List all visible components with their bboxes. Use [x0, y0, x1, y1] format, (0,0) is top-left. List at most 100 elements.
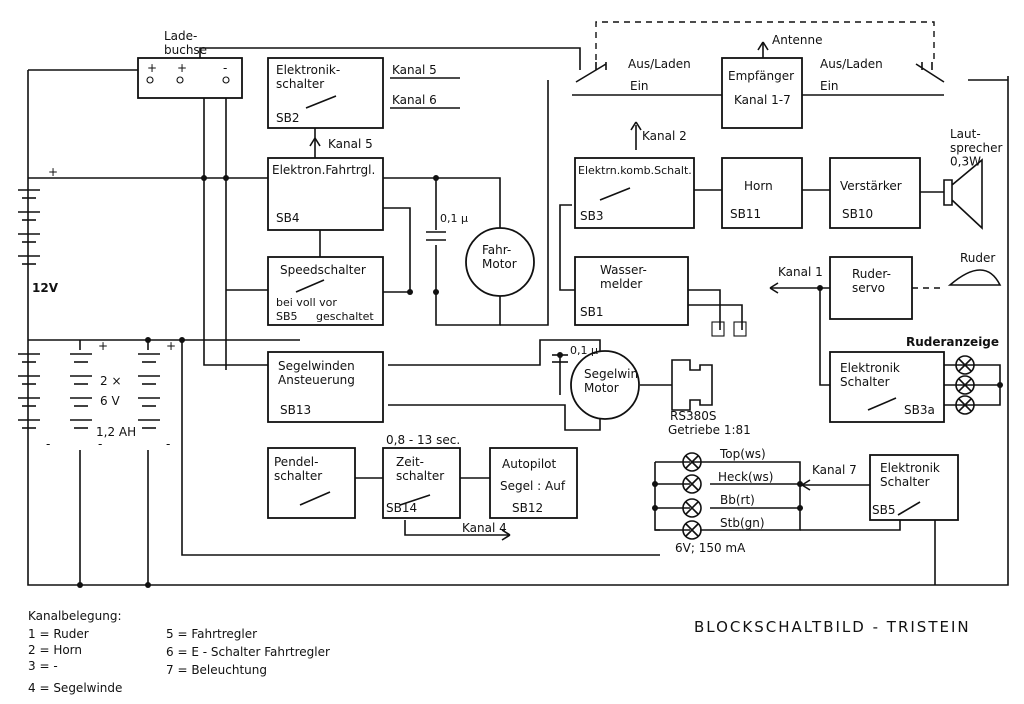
legend-item: 3 = - [28, 659, 58, 673]
autopilot-sub: Segel : Auf [500, 479, 566, 493]
diagram-title: BLOCKSCHALTBILD - TRISTEIN [694, 618, 971, 636]
sb4-box [267, 157, 384, 231]
legend-item: 6 = E - Schalter Fahrtregler [166, 645, 330, 659]
sb4-id: SB4 [276, 211, 299, 225]
segelwinden-id: SB13 [280, 403, 311, 417]
legend-item: 1 = Ruder [28, 627, 89, 641]
lamp-icon [682, 355, 975, 540]
kanal-arrow-icon [309, 137, 321, 147]
kanal4-label: Kanal 4 [462, 521, 507, 535]
legend-item: 5 = Fahrtregler [166, 627, 257, 641]
horn-name: Horn [744, 179, 773, 193]
cap2-label: 0,1 µ [570, 344, 598, 357]
light-heck: Heck(ws) [718, 470, 773, 484]
empfaenger-name: Empfänger [728, 69, 794, 83]
ladebuchse-box [137, 57, 243, 99]
socket-icon [222, 76, 230, 84]
sb12-box [489, 447, 578, 519]
ladebuchse-plus2: + [177, 61, 187, 75]
pendel-box [267, 447, 356, 519]
sb5b-id: SB5 [872, 503, 895, 517]
sb5a-name: Speedschalter [280, 263, 366, 277]
battery-small-text3: 1,2 AH [96, 425, 136, 439]
sb4-name: Elektron.Fahrtrgl. [272, 163, 375, 177]
sb2-box [267, 57, 384, 129]
ruderservo-label: Ruder-servo [852, 267, 891, 295]
sb3a-id: SB3a [904, 403, 935, 417]
kanal1-label: Kanal 1 [778, 265, 823, 279]
fahrmotor-label: Fahr-Motor [482, 243, 517, 271]
zeit-range-label: 0,8 - 13 sec. [386, 433, 460, 447]
ruderservo-box [829, 256, 913, 320]
verstaerker-name: Verstärker [840, 179, 902, 193]
switch-left-ein: Ein [630, 79, 649, 93]
kanal4-arrow-icon [501, 529, 511, 541]
kanal1-arrow-icon [769, 282, 779, 294]
sb5-speed-box [267, 256, 384, 326]
battery-small-plus2: + [166, 339, 176, 353]
kanal2-label: Kanal 2 [642, 129, 687, 143]
sb2-kanal-below: Kanal 5 [328, 137, 373, 151]
horn-id: SB11 [730, 207, 761, 221]
sb1-box [574, 256, 689, 326]
battery-main-icon [18, 189, 40, 429]
ruderanzeige-label: Ruderanzeige [906, 335, 999, 349]
sb5a-line3: geschaltet [316, 310, 374, 323]
socket-icon [146, 76, 154, 84]
cap1-label: 0,1 µ [440, 212, 468, 225]
sb13-box [267, 351, 384, 423]
verstaerker-id: SB10 [842, 207, 873, 221]
wassermelder-id: SB1 [580, 305, 603, 319]
battery-main-voltage: 12V [32, 281, 59, 295]
sb3-box [574, 157, 695, 229]
sb2-name: Elektronik-schalter [276, 63, 340, 91]
switch-sb5-icon [295, 279, 325, 293]
antenna-icon [630, 121, 642, 131]
autopilot-id: SB12 [512, 501, 543, 515]
switch-zeit-icon [399, 494, 431, 506]
fahrmotor-icon [465, 227, 535, 297]
socket-icon [176, 76, 184, 84]
battery-main-minus: - [46, 437, 50, 451]
sb3a-box [829, 351, 945, 423]
switch-sb3a-icon [867, 397, 897, 411]
sensor-icon [711, 321, 725, 337]
switch-pendel-icon [299, 491, 331, 506]
switch-sb3-icon [599, 187, 631, 201]
sb5a-line2: bei voll vor [276, 296, 337, 309]
battery-small-text1: 2 × [100, 374, 122, 388]
switch-right-label: Aus/Laden [820, 57, 883, 71]
kanal7-label: Kanal 7 [812, 463, 857, 477]
ladebuchse-label: Lade-buchse [164, 29, 207, 57]
sb11-box [721, 157, 803, 229]
battery-main-plus: + [48, 165, 58, 179]
empfaenger-sub: Kanal 1-7 [734, 93, 791, 107]
gearbox-icon [640, 359, 713, 411]
pendel-label: Pendel-schalter [274, 455, 322, 483]
lights-power: 6V; 150 mA [675, 541, 746, 555]
switch-left-label: Aus/Laden [628, 57, 691, 71]
ruder-label: Ruder [960, 251, 995, 265]
rs380-label: RS380S [670, 409, 716, 423]
sb2-kanal5: Kanal 5 [392, 63, 437, 77]
capacitor-icon [426, 231, 446, 241]
zeitschalter-name: Zeit-schalter [396, 455, 444, 483]
antenna-icon [757, 41, 769, 51]
battery-small-text2: 6 V [100, 394, 120, 408]
sb10-box [829, 157, 921, 229]
segelwinmotor-icon [570, 350, 640, 420]
sb5a-id: SB5 [276, 310, 298, 323]
legend-item: 2 = Horn [28, 643, 82, 657]
getriebe-label: Getriebe 1:81 [668, 423, 751, 437]
legend-item: 7 = Beleuchtung [166, 663, 267, 677]
legend-heading: Kanalbelegung: [28, 609, 122, 623]
legend-item: 4 = Segelwinde [28, 681, 122, 695]
light-stb: Stb(gn) [720, 516, 765, 530]
sb2-kanal6: Kanal 6 [392, 93, 437, 107]
ladebuchse-minus: - [223, 61, 227, 75]
sensor-icon [733, 321, 747, 337]
